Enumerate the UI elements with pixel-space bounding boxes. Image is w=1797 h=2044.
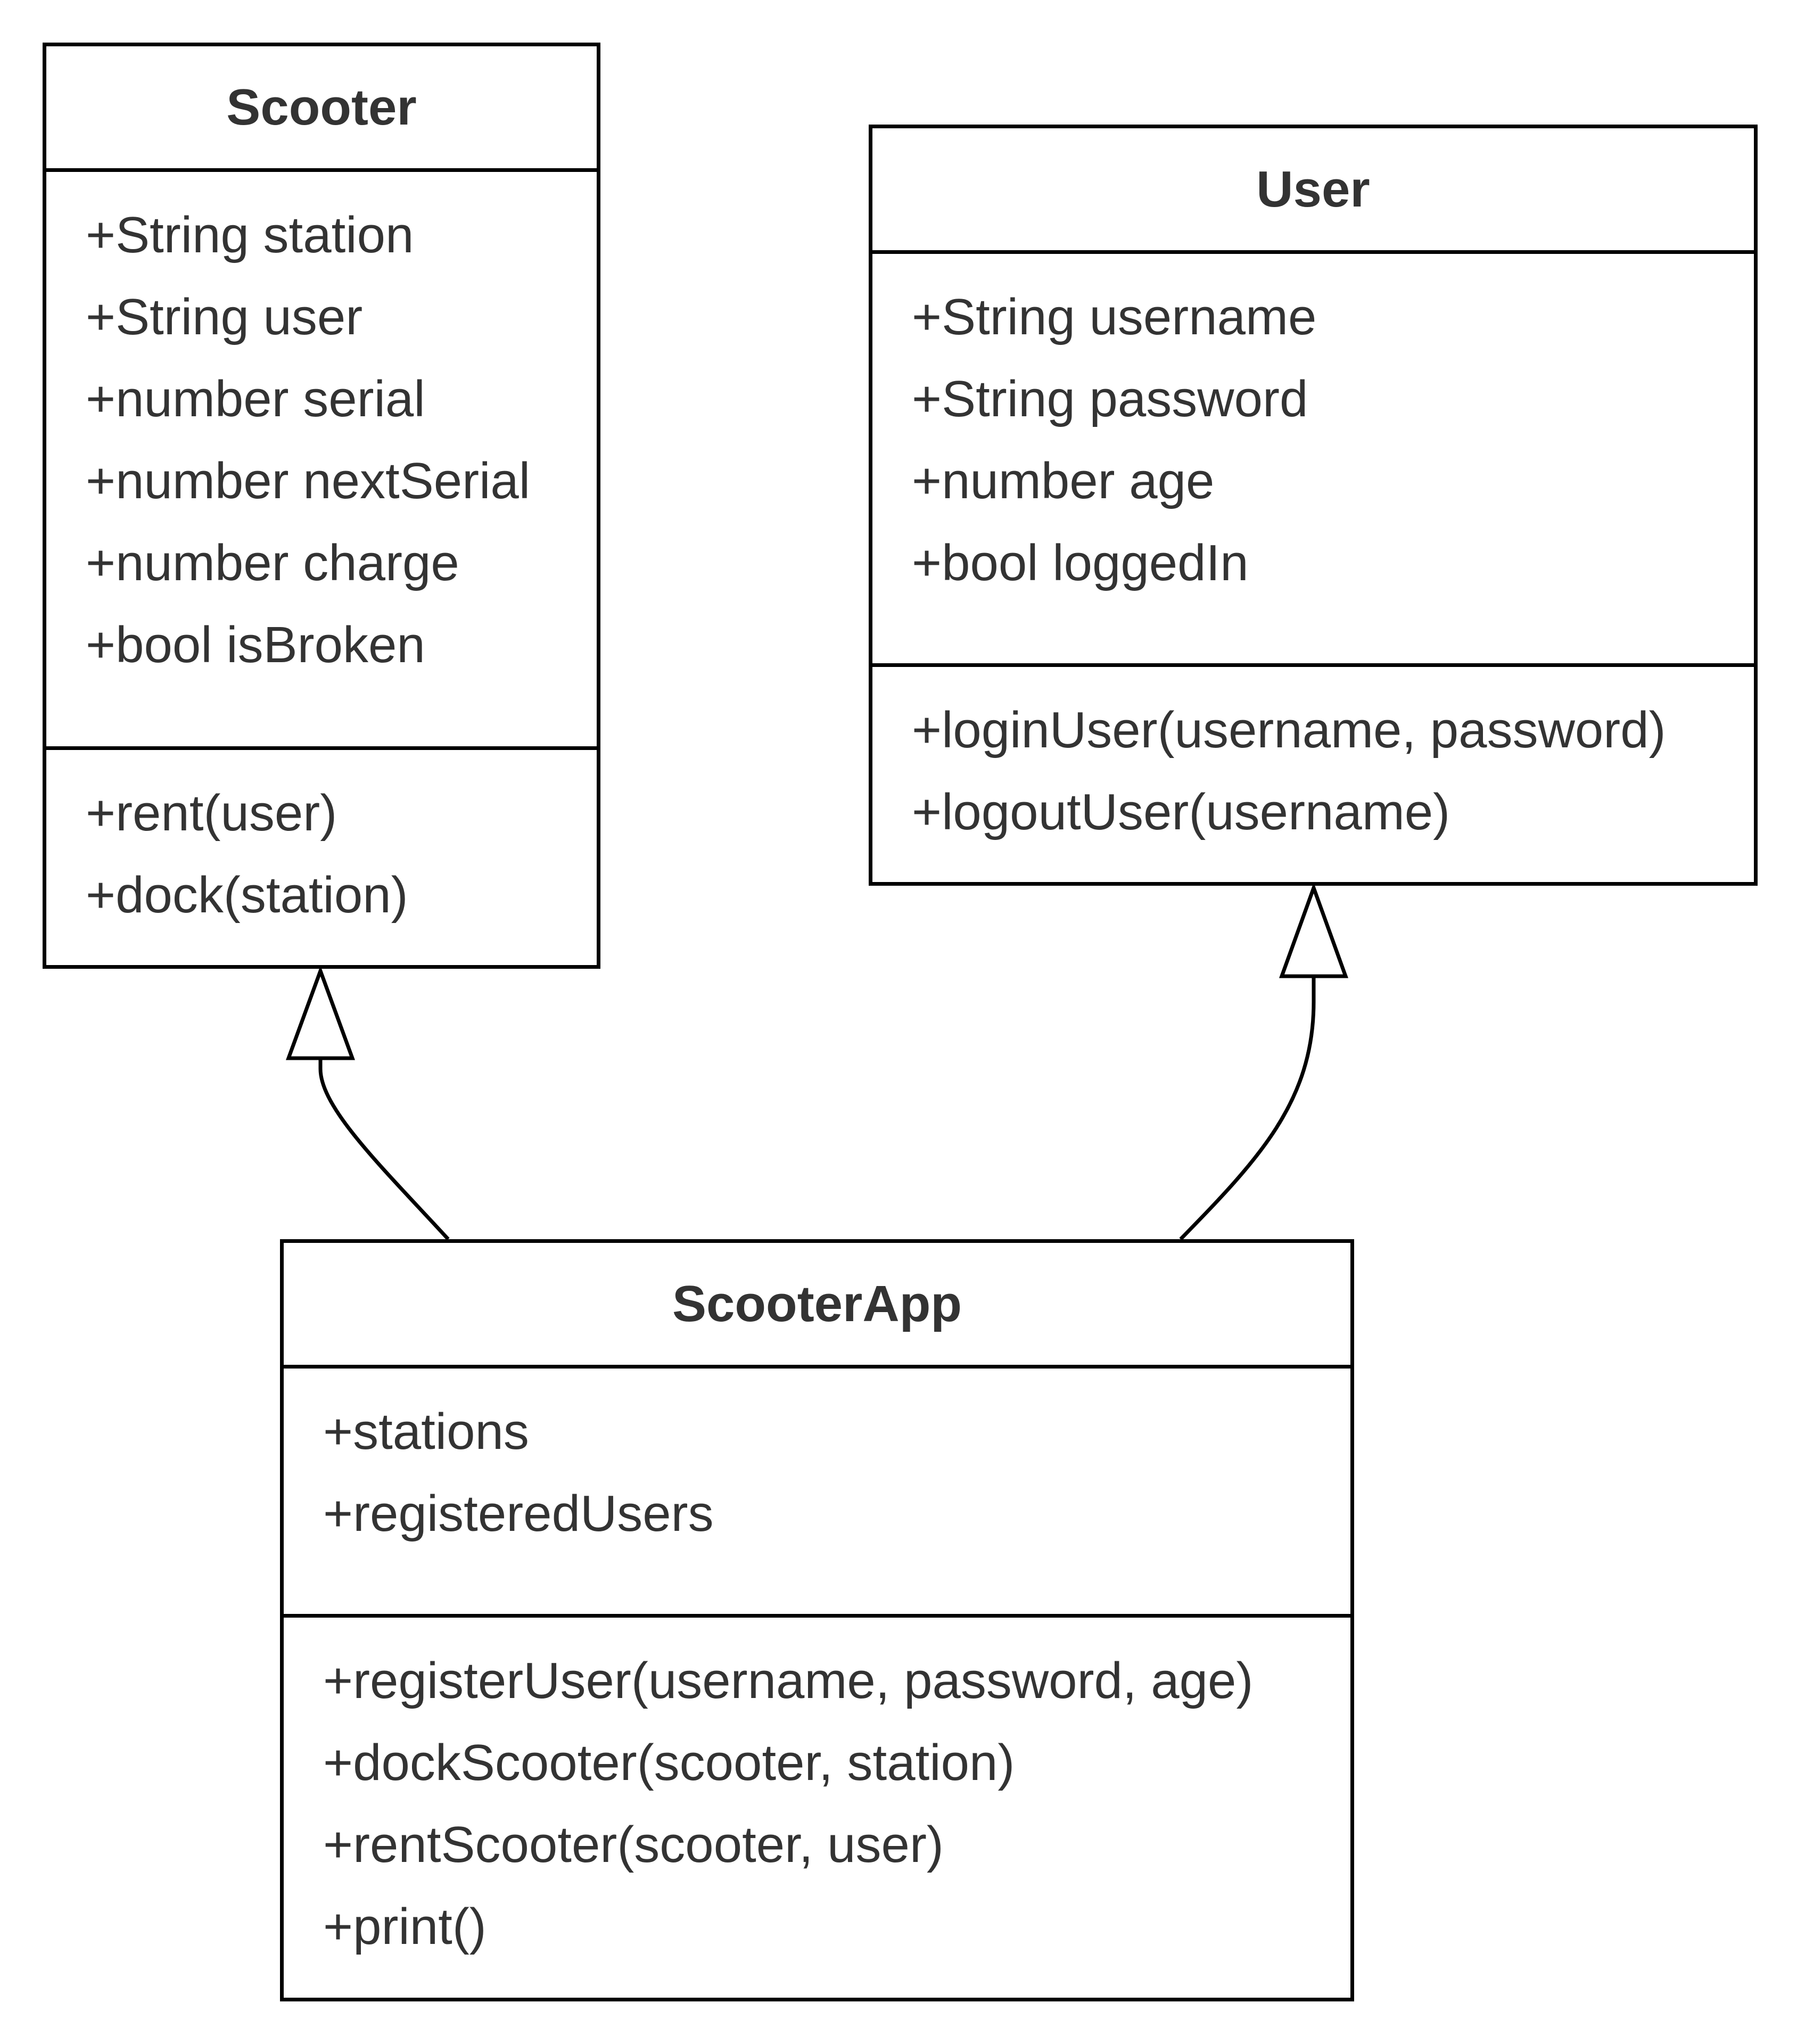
method-rent-scooter: +rentScooter(scooter, user) (323, 1816, 944, 1873)
class-name-scooterapp: ScooterApp (284, 1243, 1350, 1369)
class-box-scooterapp: ScooterApp +stations +registeredUsers +r… (280, 1239, 1354, 2001)
attribute-next-serial: +number nextSerial (86, 452, 531, 509)
attributes-section-scooterapp: +stations +registeredUsers (284, 1369, 1350, 1618)
attribute-serial: +number serial (86, 370, 425, 427)
method-register-user: +registerUser(username, password, age) (323, 1652, 1254, 1709)
attribute-password: +String password (912, 370, 1308, 427)
generalization-line-scooterapp-to-user (1179, 976, 1316, 1241)
class-box-user: User +String username +String password +… (869, 125, 1758, 886)
attributes-section-scooter: +String station +String user +number ser… (46, 172, 597, 750)
attribute-is-broken: +bool isBroken (86, 616, 425, 673)
attribute-age: +number age (912, 452, 1215, 509)
class-box-scooter: Scooter +String station +String user +nu… (43, 43, 600, 969)
method-login-user: +loginUser(username, password) (912, 702, 1666, 759)
attribute-user: +String user (86, 289, 363, 345)
attribute-logged-in: +bool loggedIn (912, 534, 1249, 591)
method-rent: +rent(user) (86, 785, 337, 842)
class-name-scooter: Scooter (46, 46, 597, 172)
method-dock-scooter: +dockScooter(scooter, station) (323, 1734, 1015, 1791)
method-dock: +dock(station) (86, 867, 408, 924)
attribute-username: +String username (912, 289, 1317, 345)
class-name-user: User (872, 128, 1754, 254)
attribute-stations: +stations (323, 1403, 529, 1460)
attribute-charge: +number charge (86, 534, 459, 591)
methods-section-scooterapp: +registerUser(username, password, age) +… (284, 1618, 1350, 1968)
attributes-section-user: +String username +String password +numbe… (872, 254, 1754, 667)
inheritance-arrowhead-scooter (285, 965, 356, 1060)
attribute-registered-users: +registeredUsers (323, 1485, 714, 1542)
method-print: +print() (323, 1898, 487, 1955)
methods-section-scooter: +rent(user) +dock(station) (46, 750, 597, 936)
inheritance-arrowhead-user (1279, 882, 1348, 978)
generalization-line-scooterapp-to-scooter (318, 1058, 450, 1241)
attribute-station: +String station (86, 207, 414, 263)
methods-section-user: +loginUser(username, password) +logoutUs… (872, 667, 1754, 853)
method-logout-user: +logoutUser(username) (912, 784, 1450, 840)
